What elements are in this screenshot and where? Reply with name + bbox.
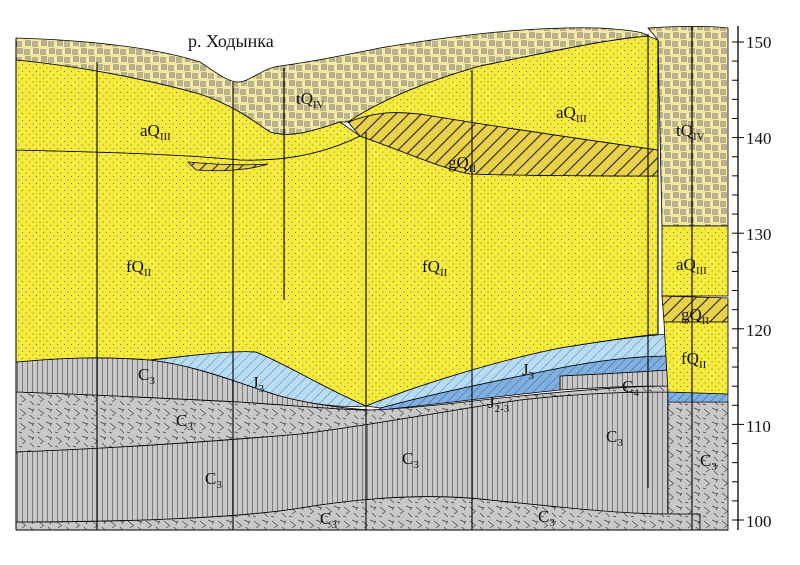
label-C3-g: C3 — [538, 507, 555, 529]
label-aQIII-left: aQIII — [140, 121, 171, 143]
label-C3-right: C3 — [700, 451, 717, 473]
layer-C3-right — [667, 401, 729, 531]
elevation-scale: 150 140 130 120 110 100 — [732, 26, 772, 531]
label-C3-e: C3 — [606, 427, 623, 449]
label-C3-f: C3 — [320, 509, 337, 531]
tick-label-130: 130 — [746, 225, 772, 244]
tick-label-150: 150 — [746, 33, 772, 52]
label-J3-right: J3 — [522, 360, 535, 382]
label-fQII-left: fQII — [126, 257, 152, 279]
tick-label-140: 140 — [746, 129, 772, 148]
river-title: р. Ходынка — [188, 31, 274, 51]
tick-label-120: 120 — [746, 321, 772, 340]
layer-aQIII-right — [661, 225, 729, 297]
label-C3-c: C3 — [205, 469, 222, 491]
label-fQII-right: fQII — [681, 349, 707, 371]
label-gQII-right: gQII — [681, 305, 709, 327]
label-aQIII-right: aQIII — [676, 255, 707, 277]
layer-gQII-lens — [186, 161, 269, 172]
label-J3-left: J3 — [252, 373, 265, 395]
layer-fQII-right — [663, 321, 729, 395]
label-C3-b: C3 — [176, 411, 193, 433]
layer-tQIV-left — [15, 27, 649, 135]
label-J23: J2-3 — [488, 393, 510, 415]
label-tQIV-left: tQIV — [296, 89, 325, 111]
tick-label-110: 110 — [746, 417, 771, 436]
label-fQII-center: fQII — [422, 257, 448, 279]
label-gQII-center: gQII — [448, 153, 476, 175]
tick-label-100: 100 — [746, 512, 772, 531]
label-tQIV-right: tQIV — [676, 121, 705, 143]
label-C4: C4 — [622, 377, 639, 399]
boreholes — [96, 26, 693, 530]
layer-labels: tQIV tQIV aQIII aQIII aQIII gQII gQII fQ… — [126, 89, 717, 531]
label-C3-a: C3 — [138, 365, 155, 387]
label-aQIII-center: aQIII — [556, 103, 587, 125]
label-C3-d: C3 — [402, 449, 419, 471]
